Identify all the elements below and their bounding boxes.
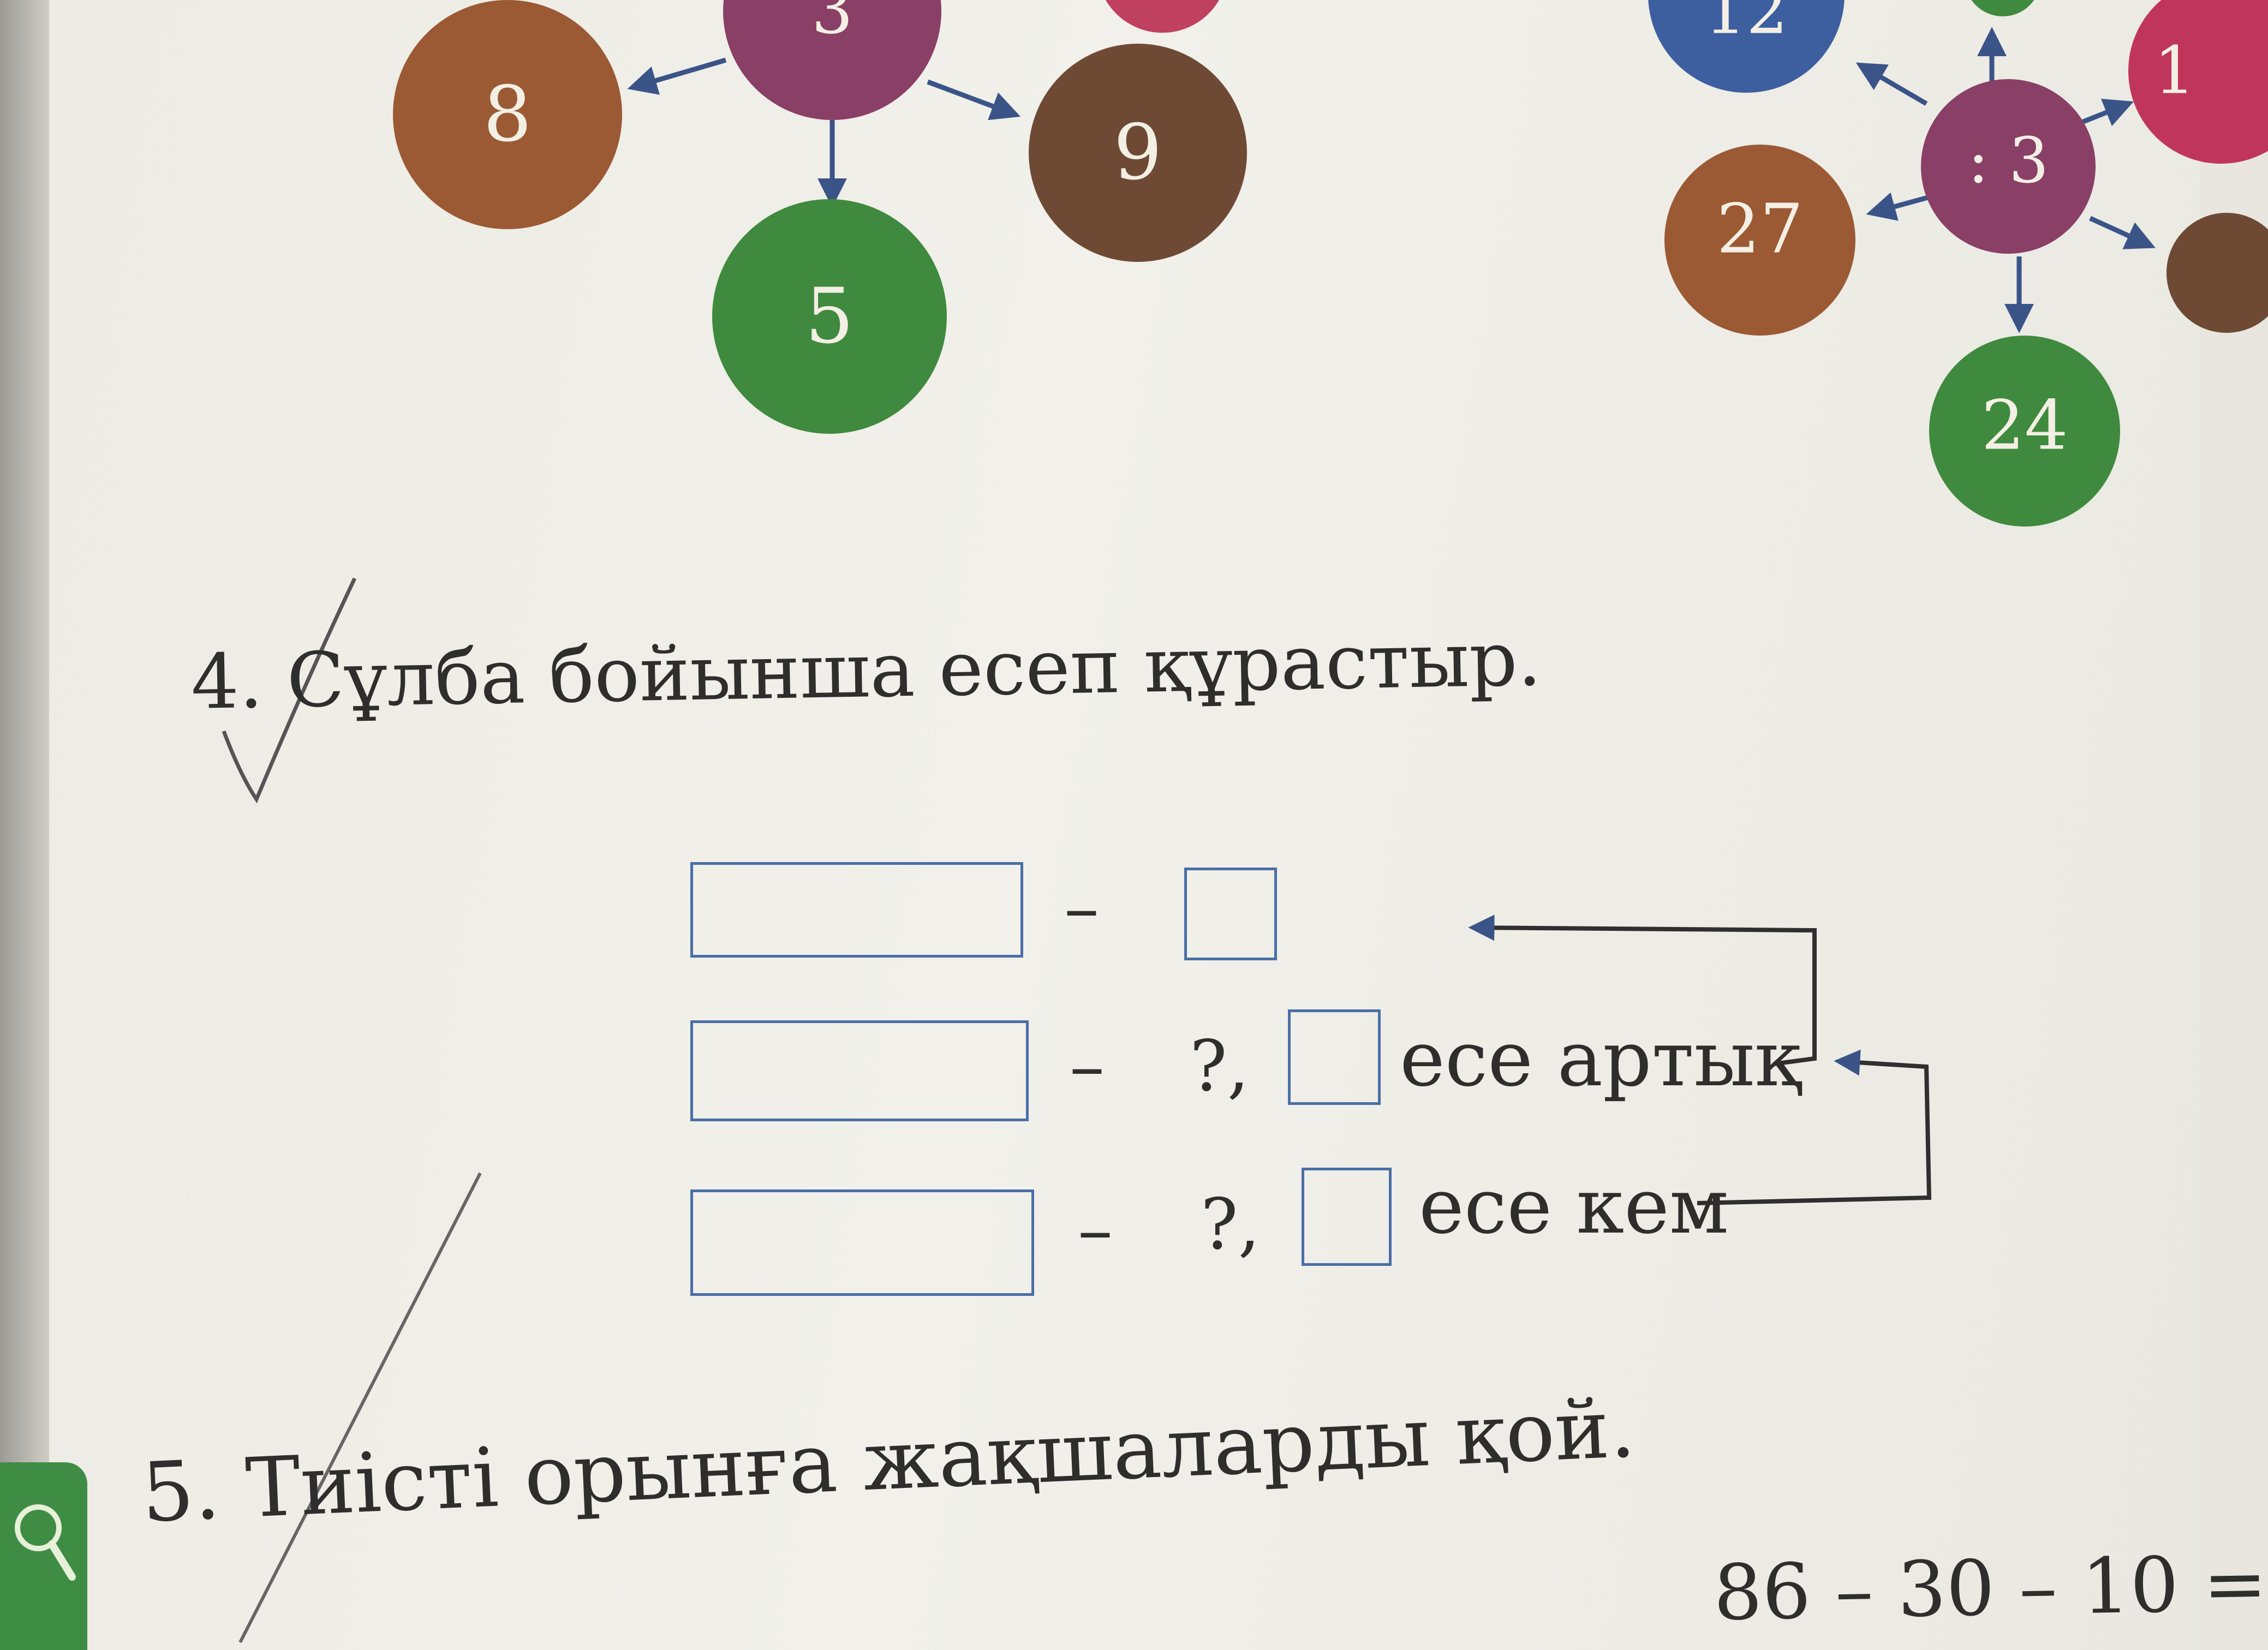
row3-long-box[interactable] bbox=[690, 1189, 1034, 1296]
row1-long-box[interactable] bbox=[690, 862, 1023, 958]
row2-long-box[interactable] bbox=[690, 1020, 1029, 1121]
magnifier-icon bbox=[15, 1504, 76, 1581]
left-top-right-circle bbox=[1106, 0, 1219, 33]
circle-12 bbox=[1648, 0, 1845, 93]
pencil-stroke bbox=[238, 1172, 482, 1643]
circle-27 bbox=[1664, 145, 1855, 336]
circle-9-label: 9 bbox=[1113, 109, 1162, 198]
row2-small-box[interactable] bbox=[1288, 1009, 1381, 1105]
circle-diagrams: 3 8 9 5 12 1 : 3 27 24 bbox=[222, 0, 2268, 1643]
task4-number: 4. bbox=[190, 637, 264, 726]
left-center-circle bbox=[723, 0, 941, 120]
task5-number: 5. bbox=[140, 1442, 222, 1541]
book-spine-edge bbox=[0, 0, 49, 1650]
arrow-to-27 bbox=[1866, 192, 1933, 221]
right-center-circle bbox=[1921, 79, 2096, 254]
arrow-to-12 bbox=[1855, 62, 1928, 106]
arrow-to-8 bbox=[627, 57, 727, 95]
circle-1-label: 1 bbox=[2154, 33, 2195, 109]
arrow-less-to-row2 bbox=[1697, 1049, 1932, 1205]
task-badge bbox=[0, 1462, 87, 1650]
row2-label: есе артық bbox=[1400, 1015, 1801, 1104]
circle-24 bbox=[1929, 336, 2120, 527]
left-division-diagram: 3 8 9 5 bbox=[393, 0, 1247, 434]
circle-12-label: 12 bbox=[1705, 0, 1788, 49]
row2-question: ?, bbox=[1190, 1026, 1250, 1107]
arrow-more-to-row1 bbox=[1468, 914, 1817, 1066]
circle-27-label: 27 bbox=[1716, 190, 1803, 269]
arrow-to-9 bbox=[927, 79, 1021, 121]
row3-small-box[interactable] bbox=[1302, 1168, 1392, 1266]
checkmark-icon bbox=[222, 577, 357, 804]
task5-expression: 86 – 30 – 10 = bbox=[1712, 1539, 2268, 1638]
row3-dash: – bbox=[1078, 1189, 1113, 1271]
circle-8-label: 8 bbox=[483, 70, 532, 159]
row3-label: есе кем bbox=[1419, 1162, 1729, 1251]
right-top-circle bbox=[1971, 0, 2034, 16]
circle-5 bbox=[712, 199, 947, 434]
row2-dash: – bbox=[1070, 1026, 1105, 1107]
right-center-label: : 3 bbox=[1968, 124, 2049, 198]
arrow-right-down bbox=[2089, 216, 2156, 249]
right-edge-circle bbox=[2166, 213, 2268, 333]
row1-small-box[interactable] bbox=[1184, 868, 1277, 960]
circle-8 bbox=[393, 0, 622, 229]
circle-5-label: 5 bbox=[805, 272, 854, 361]
right-division-diagram: 12 1 : 3 27 24 bbox=[1648, 0, 2268, 527]
left-center-label: 3 bbox=[811, 0, 853, 49]
row3-question: ?, bbox=[1201, 1184, 1261, 1265]
circle-9 bbox=[1029, 44, 1247, 262]
row1-dash: – bbox=[1064, 868, 1099, 949]
circle-1 bbox=[2128, 0, 2268, 164]
task4-connector-arrows bbox=[1468, 914, 1932, 1205]
circle-24-label: 24 bbox=[1981, 386, 2068, 465]
